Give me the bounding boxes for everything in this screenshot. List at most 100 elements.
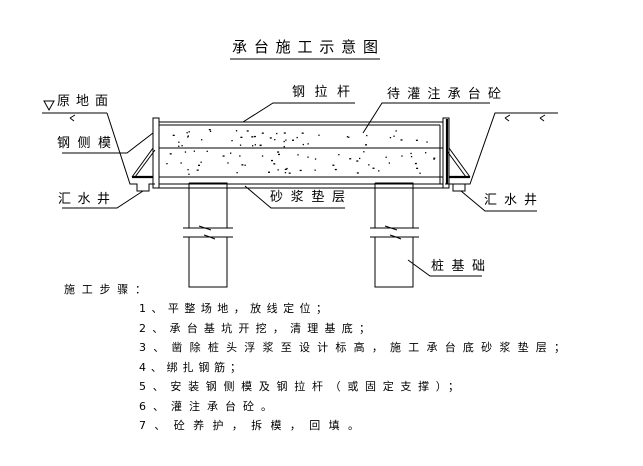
steel-side-form-right [442, 117, 471, 189]
concrete-speckle [180, 162, 182, 164]
concrete-speckle [166, 163, 168, 165]
concrete-speckle [261, 132, 264, 134]
concrete-speckle [206, 150, 208, 152]
concrete-speckle [277, 169, 279, 171]
concrete-speckle [410, 152, 412, 155]
concrete-speckle [284, 168, 287, 170]
concrete-speckle [253, 135, 256, 138]
concrete-speckle [193, 150, 195, 152]
concrete-speckle [349, 158, 352, 160]
concrete-speckle [356, 160, 359, 162]
steel-side-form-left [131, 117, 160, 189]
concrete-speckle [254, 144, 256, 146]
concrete-speckle [346, 136, 349, 138]
concrete-speckle [301, 132, 304, 134]
concrete-speckle [201, 139, 203, 141]
concrete-speckle [286, 167, 288, 170]
step-item: 4、绑扎钢筋； [139, 360, 241, 374]
concrete-speckle [188, 131, 190, 133]
concrete-speckle [196, 169, 199, 171]
steps-heading: 施工步骤： [64, 283, 146, 296]
concrete-speckle [277, 151, 280, 153]
concrete-speckle [348, 136, 350, 138]
concrete-speckle [356, 172, 359, 174]
concrete-speckle [274, 139, 276, 141]
concrete-speckle [241, 164, 244, 166]
ground-level-symbol-icon [43, 100, 55, 112]
concrete-speckle [273, 163, 276, 165]
concrete-speckle [285, 139, 287, 141]
concrete-speckle [378, 170, 380, 172]
concrete-speckle [231, 140, 233, 142]
concrete-speckle [261, 155, 264, 157]
concrete-speckle [401, 155, 403, 157]
pile-left [183, 182, 233, 288]
label-sump-right: 汇水井 [484, 193, 537, 208]
concrete-speckle [200, 161, 202, 163]
concrete-speckle [269, 137, 272, 139]
concrete-speckle [365, 144, 367, 146]
step-item: 5、安装钢侧模及钢拉杆（或固定支撑）； [139, 379, 459, 393]
concrete-speckle [395, 130, 397, 132]
label-steel-side-form: 钢侧模 [57, 136, 111, 151]
concrete-speckle [239, 144, 242, 146]
concrete-speckle [302, 143, 304, 146]
concrete-speckle [169, 153, 172, 155]
concrete-speckle [359, 157, 361, 160]
concrete-speckle [388, 162, 390, 164]
concrete-speckle [307, 143, 309, 145]
concrete-speckle [433, 158, 435, 160]
concrete-speckle [181, 145, 183, 147]
concrete-speckle [172, 134, 175, 136]
concrete-speckle [187, 169, 189, 171]
step-item: 3、凿除桩头浮浆至设计标高，施工承台底砂浆垫层； [139, 340, 565, 354]
concrete-speckle [187, 136, 189, 138]
concrete-speckle [244, 164, 246, 166]
step-item: 1、平整场地，放线定位； [139, 301, 327, 315]
concrete-speckle [389, 137, 392, 139]
concrete-speckle [178, 141, 180, 143]
diagram-title: 承台施工示意图 [232, 38, 378, 56]
concrete-speckle [246, 130, 249, 132]
concrete-speckle [230, 152, 232, 154]
concrete-speckle [235, 130, 238, 132]
concrete-speckle [283, 140, 285, 143]
concrete-speckle [271, 159, 273, 162]
concrete-speckle [410, 156, 413, 158]
concrete-speckle [297, 154, 299, 156]
concrete-speckle [426, 141, 428, 143]
pile-cap-slab [159, 121, 443, 189]
concrete-speckle [222, 155, 225, 157]
concrete-speckle [419, 172, 421, 174]
concrete-speckle [278, 153, 280, 156]
concrete-speckle [425, 152, 427, 154]
concrete-speckle [400, 139, 403, 141]
concrete-speckle [372, 167, 375, 169]
label-concrete-to-pour: 待灌注承台砼 [387, 87, 501, 102]
concrete-speckle [334, 168, 337, 171]
concrete-speckle [198, 164, 200, 166]
concrete-speckle [239, 155, 241, 157]
concrete-speckle [184, 151, 187, 153]
concrete-speckle [284, 172, 287, 174]
concrete-speckle [393, 135, 395, 137]
concrete-speckle [385, 156, 387, 158]
concrete-speckle [251, 136, 254, 138]
label-sump-left: 汇水井 [58, 192, 110, 207]
concrete-speckle [236, 172, 238, 174]
concrete-speckle [209, 130, 212, 132]
concrete-speckle [187, 135, 189, 137]
concrete-speckle [332, 164, 335, 166]
step-item: 6、灌注承台砼。 [139, 399, 272, 413]
concrete-speckle [363, 151, 365, 153]
pile-right [370, 182, 419, 288]
concrete-speckle [186, 132, 188, 134]
concrete-speckle [416, 167, 419, 169]
concrete-speckle [252, 145, 254, 147]
concrete-speckle [307, 156, 309, 158]
concrete-speckle [208, 129, 211, 131]
concrete-speckle [283, 132, 286, 134]
concrete-speckle [299, 169, 302, 172]
concrete-speckle [259, 144, 262, 146]
